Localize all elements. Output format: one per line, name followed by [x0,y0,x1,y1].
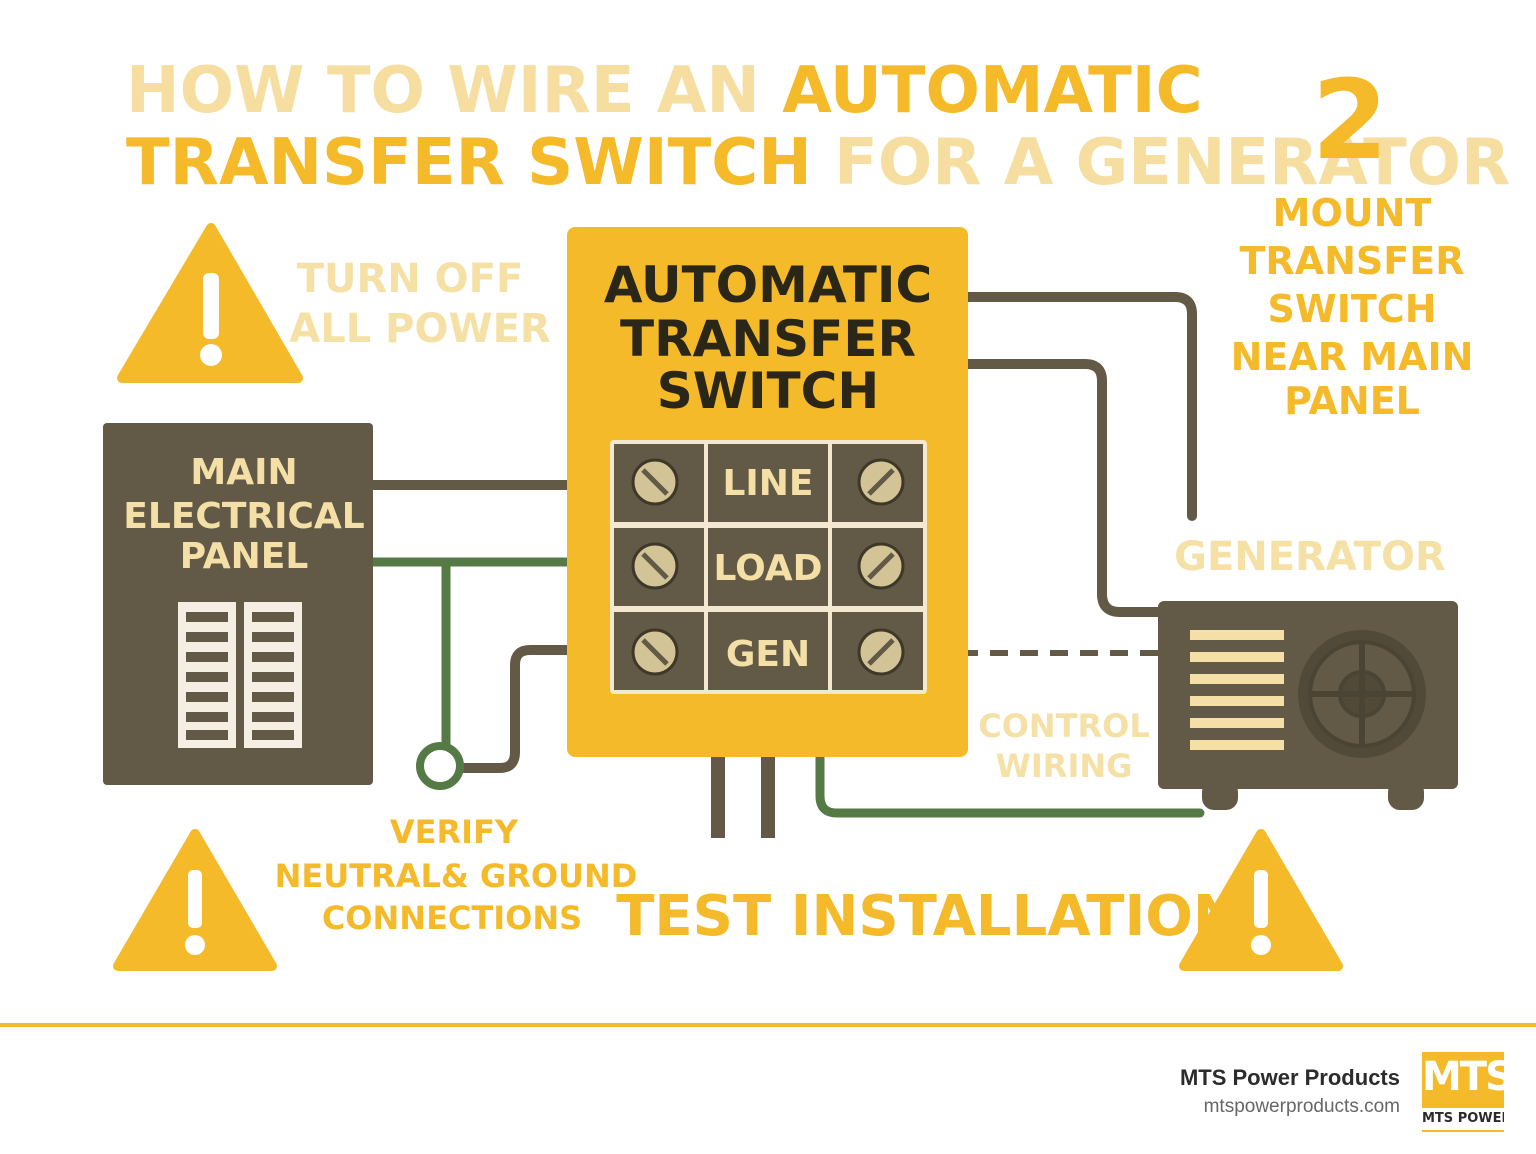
step-number: 2 [1312,56,1389,184]
breaker-column-icon [244,602,302,748]
test-installation-label: TEST INSTALLATION [616,884,1240,949]
mount-instruction: MOUNT TRANSFER SWITCH NEAR MAIN PANEL [1229,190,1475,425]
fan-icon [1298,630,1426,758]
vent-icon [1190,630,1284,750]
control-wiring-label: CONTROL WIRING [977,706,1152,787]
turn-off-line: TURN OFF [297,256,524,302]
main-electrical-panel: MAIN ELECTRICAL PANEL [103,423,373,785]
company-logo[interactable]: MTS MTS POWER PRODUCTS [1422,1052,1504,1132]
title-line-1: HOW TO WIRE AN AUTOMATIC [126,54,1203,128]
main-panel-title: MAIN [190,452,297,493]
warning-icon [1179,829,1343,971]
transfer-switch-title: TRANSFER [620,310,916,368]
generator-feed-wire [963,292,1197,521]
verify-line: CONNECTIONS [322,899,582,937]
transfer-switch: AUTOMATIC TRANSFER SWITCH LINE LOAD GEN [567,227,968,757]
footer-brand: MTS Power Products mtspowerproducts.com [1180,1064,1400,1122]
generator [1158,601,1458,810]
company-name: MTS Power Products [1179,1065,1400,1090]
logo-wordmark: MTS POWER PRODUCTS [1422,1108,1504,1130]
control-label-line: WIRING [996,747,1133,785]
warning-icon [113,829,277,971]
company-url[interactable]: mtspowerproducts.com [1203,1096,1400,1117]
mount-line: PANEL [1284,379,1420,423]
mount-line: MOUNT [1273,191,1432,235]
logo-mark: MTS [1422,1054,1504,1100]
control-ground-wire [815,685,1205,818]
screw-icon [857,628,905,676]
mount-line: TRANSFER [1240,239,1465,283]
generator-return-wire [963,359,1165,617]
verify-connections-instruction: VERIFY NEUTRAL& GROUND CONNECTIONS [273,812,639,939]
main-panel-title: ELECTRICAL [123,496,364,537]
screw-icon [631,628,679,676]
mount-line: SWITCH [1267,287,1436,331]
turn-off-line: ALL POWER [289,306,550,352]
generator-label: GENERATOR [1174,534,1446,580]
screw-icon [857,458,905,506]
screw-icon [857,542,905,590]
gen-wire [455,645,620,773]
turn-off-power-instruction: TURN OFF ALL POWER [288,255,552,354]
transfer-switch-title: SWITCH [657,362,879,420]
terminal-label-gen: GEN [726,634,810,675]
screw-icon [631,458,679,506]
breaker-column-icon [178,602,236,748]
mount-line: NEAR MAIN [1231,335,1474,379]
title-line-2: TRANSFER SWITCH FOR A GENERATOR [126,126,1510,200]
footer-divider [0,1023,1536,1027]
verify-line: VERIFY [390,813,519,851]
ground-connector-icon [416,742,464,790]
transfer-switch-title: AUTOMATIC [604,256,932,314]
main-panel-title: PANEL [180,536,309,577]
terminal-label-line: LINE [722,463,813,504]
control-label-line: CONTROL [978,707,1150,745]
terminal-label-load: LOAD [713,548,822,589]
warning-icon [117,223,303,383]
verify-line: NEUTRAL& GROUND [275,857,638,895]
screw-icon [631,542,679,590]
